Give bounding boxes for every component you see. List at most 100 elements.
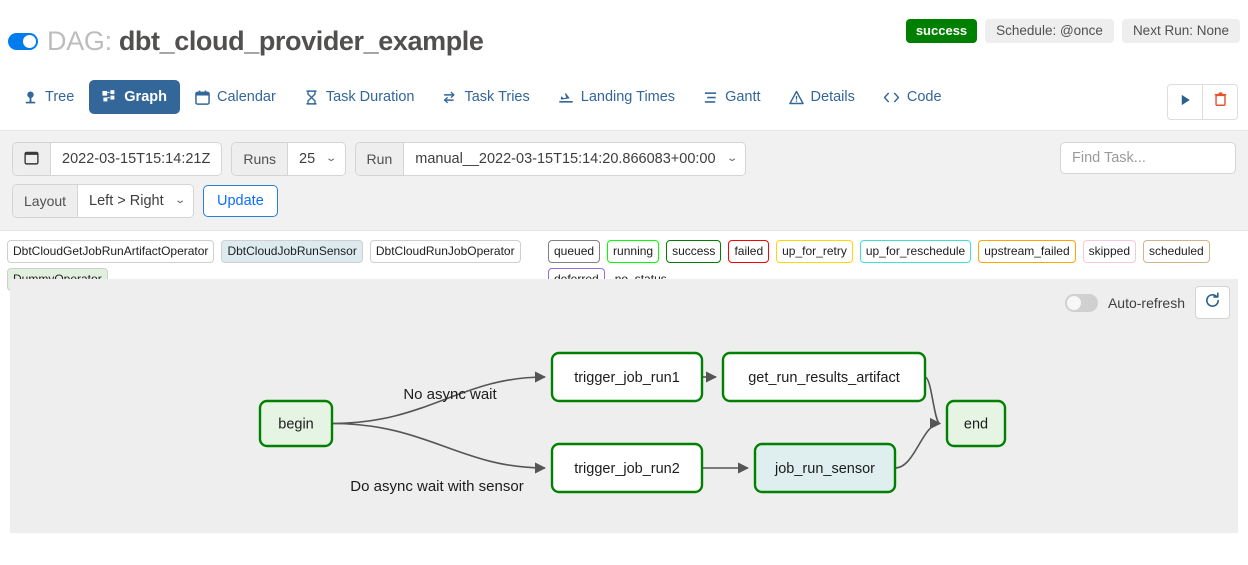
layout-group: Layout Left > Right ⌄	[12, 184, 194, 218]
tab-details[interactable]: Details	[776, 80, 868, 114]
graph-nodes: begin trigger_job_run1 get_run_results_art…	[258, 351, 1007, 494]
base-date-group: 2022-03-15T15:14:21Z	[12, 142, 223, 176]
tab-label: Graph	[124, 89, 167, 105]
graph-icon	[102, 89, 117, 105]
dag-status-badges: success Schedule: @once Next Run: None	[905, 19, 1240, 43]
graph-node[interactable]: begin	[258, 399, 334, 448]
auto-refresh-toggle[interactable]	[1064, 293, 1098, 312]
filter-row-primary: 2022-03-15T15:14:21Z Runs 25 ⌄ Run manua…	[12, 142, 1236, 176]
num-runs-label: Runs	[232, 143, 289, 175]
dag-nav: Tree Graph Calendar Task Duration Task T	[0, 72, 1248, 131]
tree-icon	[23, 90, 38, 105]
state-chip-upstream-failed[interactable]: upstream_failed	[978, 240, 1076, 263]
chevron-down-icon: ⌄	[725, 153, 738, 164]
graph-legend: DbtCloudGetJobRunArtifactOperator DbtClo…	[0, 231, 1248, 291]
layout-label: Layout	[13, 185, 79, 217]
layout-value: Left > Right	[89, 193, 164, 209]
info-triangle-icon	[788, 90, 804, 105]
tab-task-duration[interactable]: Task Duration	[291, 80, 428, 114]
tab-task-tries[interactable]: Task Tries	[429, 80, 542, 114]
dag-title-row: DAG: dbt_cloud_provider_example	[8, 26, 484, 57]
state-chip-queued[interactable]: queued	[548, 240, 601, 263]
graph-node[interactable]: end	[945, 399, 1007, 448]
gantt-icon	[703, 90, 718, 105]
layout-select[interactable]: Left > Right ⌄	[78, 185, 193, 217]
graph-node[interactable]: get_run_results_artifact	[721, 351, 927, 403]
tab-calendar[interactable]: Calendar	[182, 80, 289, 114]
auto-refresh-label: Auto-refresh	[1107, 294, 1185, 311]
chevron-down-icon: ⌄	[325, 153, 338, 164]
schedule-badge: Schedule: @once	[985, 19, 1114, 43]
calendar-button[interactable]	[13, 143, 51, 175]
tab-label: Tree	[45, 89, 75, 105]
graph-edges	[331, 371, 942, 474]
graph-node-label: begin	[278, 417, 313, 433]
dag-action-buttons	[1167, 84, 1238, 120]
play-icon	[1179, 93, 1192, 112]
tab-code[interactable]: Code	[870, 80, 955, 114]
num-runs-select[interactable]: 25 ⌄	[288, 143, 345, 175]
state-chip-up-for-reschedule[interactable]: up_for_reschedule	[859, 240, 972, 263]
state-chip-failed[interactable]: failed	[728, 240, 770, 263]
graph-edge-label: No async wait	[403, 386, 497, 403]
tab-tree[interactable]: Tree	[10, 80, 87, 114]
state-chip-skipped[interactable]: skipped	[1082, 240, 1136, 263]
state-chip-success[interactable]: success	[666, 240, 722, 263]
graph-node-label: end	[964, 417, 988, 433]
run-group: Run manual__2022-03-15T15:14:20.866083+0…	[354, 142, 746, 176]
graph-node-label: job_run_sensor	[774, 461, 875, 477]
chevron-down-icon: ⌄	[173, 195, 186, 206]
num-runs-value: 25	[299, 151, 316, 167]
dag-prefix-label: DAG:	[47, 26, 112, 56]
trigger-dag-button[interactable]	[1167, 84, 1203, 120]
num-runs-group: Runs 25 ⌄	[231, 142, 346, 176]
graph-node-box	[550, 442, 704, 494]
base-date-input[interactable]: 2022-03-15T15:14:21Z	[51, 143, 222, 175]
dag-filter-bar: 2022-03-15T15:14:21Z Runs 25 ⌄ Run manua…	[0, 131, 1248, 231]
graph-node[interactable]: trigger_job_run1	[550, 351, 704, 403]
graph-edge-label: Do async wait with sensor	[350, 478, 523, 495]
tab-label: Calendar	[216, 89, 276, 105]
run-value: manual__2022-03-15T15:14:20.866083+00:00	[415, 151, 716, 167]
refresh-icon	[1204, 291, 1221, 314]
state-chip-running[interactable]: running	[607, 240, 660, 263]
calendar-icon	[195, 90, 210, 105]
operator-chip[interactable]: DbtCloudRunJobOperator	[369, 240, 521, 263]
graph-edge	[331, 422, 547, 474]
state-chip-scheduled[interactable]: scheduled	[1143, 240, 1210, 263]
graph-toolbar: Auto-refresh	[1064, 286, 1230, 319]
tab-gantt[interactable]: Gantt	[690, 80, 773, 114]
graph-node[interactable]: job_run_sensor	[753, 442, 897, 494]
graph-node-box	[258, 399, 334, 448]
tab-label: Task Tries	[464, 89, 530, 105]
dag-header: DAG: dbt_cloud_provider_example success …	[0, 0, 1248, 72]
landing-icon	[558, 90, 574, 105]
task-state-legend: queued running success failed up_for_ret…	[548, 240, 1238, 291]
delete-dag-button[interactable]	[1203, 84, 1238, 120]
next-run-badge: Next Run: None	[1121, 19, 1240, 43]
page-title: dbt_cloud_provider_example	[118, 26, 484, 56]
tab-graph[interactable]: Graph	[89, 80, 180, 114]
tab-label: Landing Times	[580, 89, 676, 105]
run-select[interactable]: manual__2022-03-15T15:14:20.866083+00:00…	[404, 143, 745, 175]
operator-chip[interactable]: DbtCloudJobRunSensor	[221, 240, 363, 263]
dag-paused-toggle[interactable]	[8, 33, 38, 50]
graph-node-label: trigger_job_run2	[574, 461, 680, 477]
graph-node-box	[721, 351, 927, 403]
graph-edge	[924, 376, 942, 430]
find-task-input[interactable]: Find Task...	[1060, 142, 1236, 174]
run-label: Run	[355, 143, 405, 175]
update-button[interactable]: Update	[203, 185, 278, 217]
dag-graph-panel[interactable]: Auto-refresh begin trigger_job_run1 get_ru…	[10, 279, 1238, 533]
operator-chip[interactable]: DbtCloudGetJobRunArtifactOperator	[7, 240, 215, 263]
graph-node-label: get_run_results_artifact	[748, 370, 900, 386]
tab-label: Details	[810, 89, 855, 105]
graph-edge	[894, 417, 942, 469]
dag-graph-canvas[interactable]: begin trigger_job_run1 get_run_results_art…	[10, 279, 1238, 533]
graph-node[interactable]: trigger_job_run2	[550, 442, 704, 494]
calendar-icon	[24, 150, 39, 168]
graph-node-label: trigger_job_run1	[574, 370, 680, 386]
tab-landing-times[interactable]: Landing Times	[545, 80, 688, 114]
state-chip-up-for-retry[interactable]: up_for_retry	[776, 240, 853, 263]
refresh-button[interactable]	[1195, 286, 1230, 319]
